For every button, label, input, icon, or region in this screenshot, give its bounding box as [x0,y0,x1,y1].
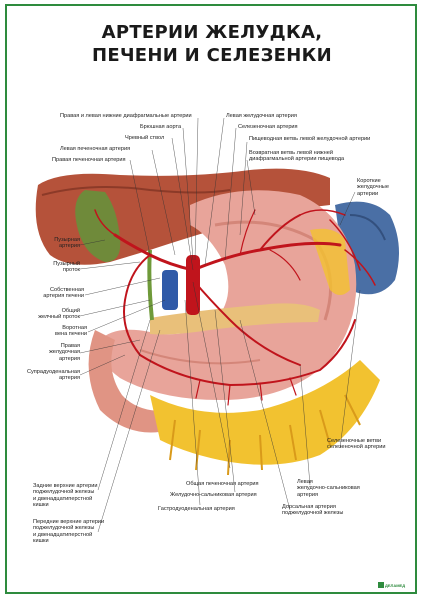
label-supraduodenal-artery: Супрадуоденальная артерия [26,369,80,382]
label-right-gastric-artery: Правая желудочная артерия [49,343,80,362]
label-posterior-superior-pancreaticoduodenal: Задние верхние артерии поджелудочной жел… [33,483,98,509]
label-left-gastroepiploic-artery: Левая желудочно-сальниковая артерия [297,479,360,498]
poster-title-line1: АРТЕРИИ ЖЕЛУДКА, [101,22,323,43]
label-proper-hepatic-artery: Собственная артерия печени [43,287,84,300]
label-right-hepatic-artery: Правая печеночная артерия [52,157,126,163]
label-gastroepiploic-artery: Желудочно-сальниковая артерия [170,492,257,498]
label-gastroduodenal-artery: Гастродуоденальная артерия [158,506,235,512]
publisher-name: ДЕЛАМЕД [385,583,406,588]
label-recurrent-branch: Возвратная ветвь левой нижней диафрагмал… [249,150,345,163]
label-left-gastric-artery: Левая желудочная артерия [226,113,297,119]
duodenum [88,330,175,433]
label-celiac-trunk: Чревный ствол [125,135,165,141]
label-cystic-artery: Пузырная артерия [54,237,80,250]
stomach [99,190,357,400]
pancreas [150,303,320,335]
publisher-logo-icon [378,582,384,588]
label-abdominal-aorta: Брюшная аорта [140,124,182,130]
label-portal-vein: Воротная вена печени [55,325,87,338]
label-common-hepatic-artery: Общая печеночная артерия [186,481,259,487]
label-common-bile-duct: Общий желчный проток [38,308,80,321]
label-cystic-duct: Пузырный проток [53,261,80,274]
label-anterior-superior-pancreaticoduodenal: Передние верхние артерии поджелудочной ж… [33,519,105,545]
label-diaphragmatic-arteries: Правая и левая нижние диафрагмальные арт… [60,113,192,119]
portal-vein [162,270,178,310]
label-left-hepatic-artery: Левая печеночная артерия [60,146,131,152]
gallbladder [75,190,121,262]
label-splenic-branches: Селезеночные ветви селезеночной артерии [327,438,386,451]
label-splenic-artery: Селезеночная артерия [238,124,298,130]
poster-title-line2: ПЕЧЕНИ И СЕЛЕЗЕНКИ [91,45,332,66]
label-dorsal-pancreatic-artery: Дорсальная артерия поджелудочной железы [282,504,344,517]
label-short-gastric-arteries: Короткие желудочные артерии [357,178,389,197]
omentum-fat [150,360,380,465]
label-esophageal-branch: Пищеводная ветвь левой желудочной артери… [249,136,371,142]
poster-frame [5,4,417,594]
